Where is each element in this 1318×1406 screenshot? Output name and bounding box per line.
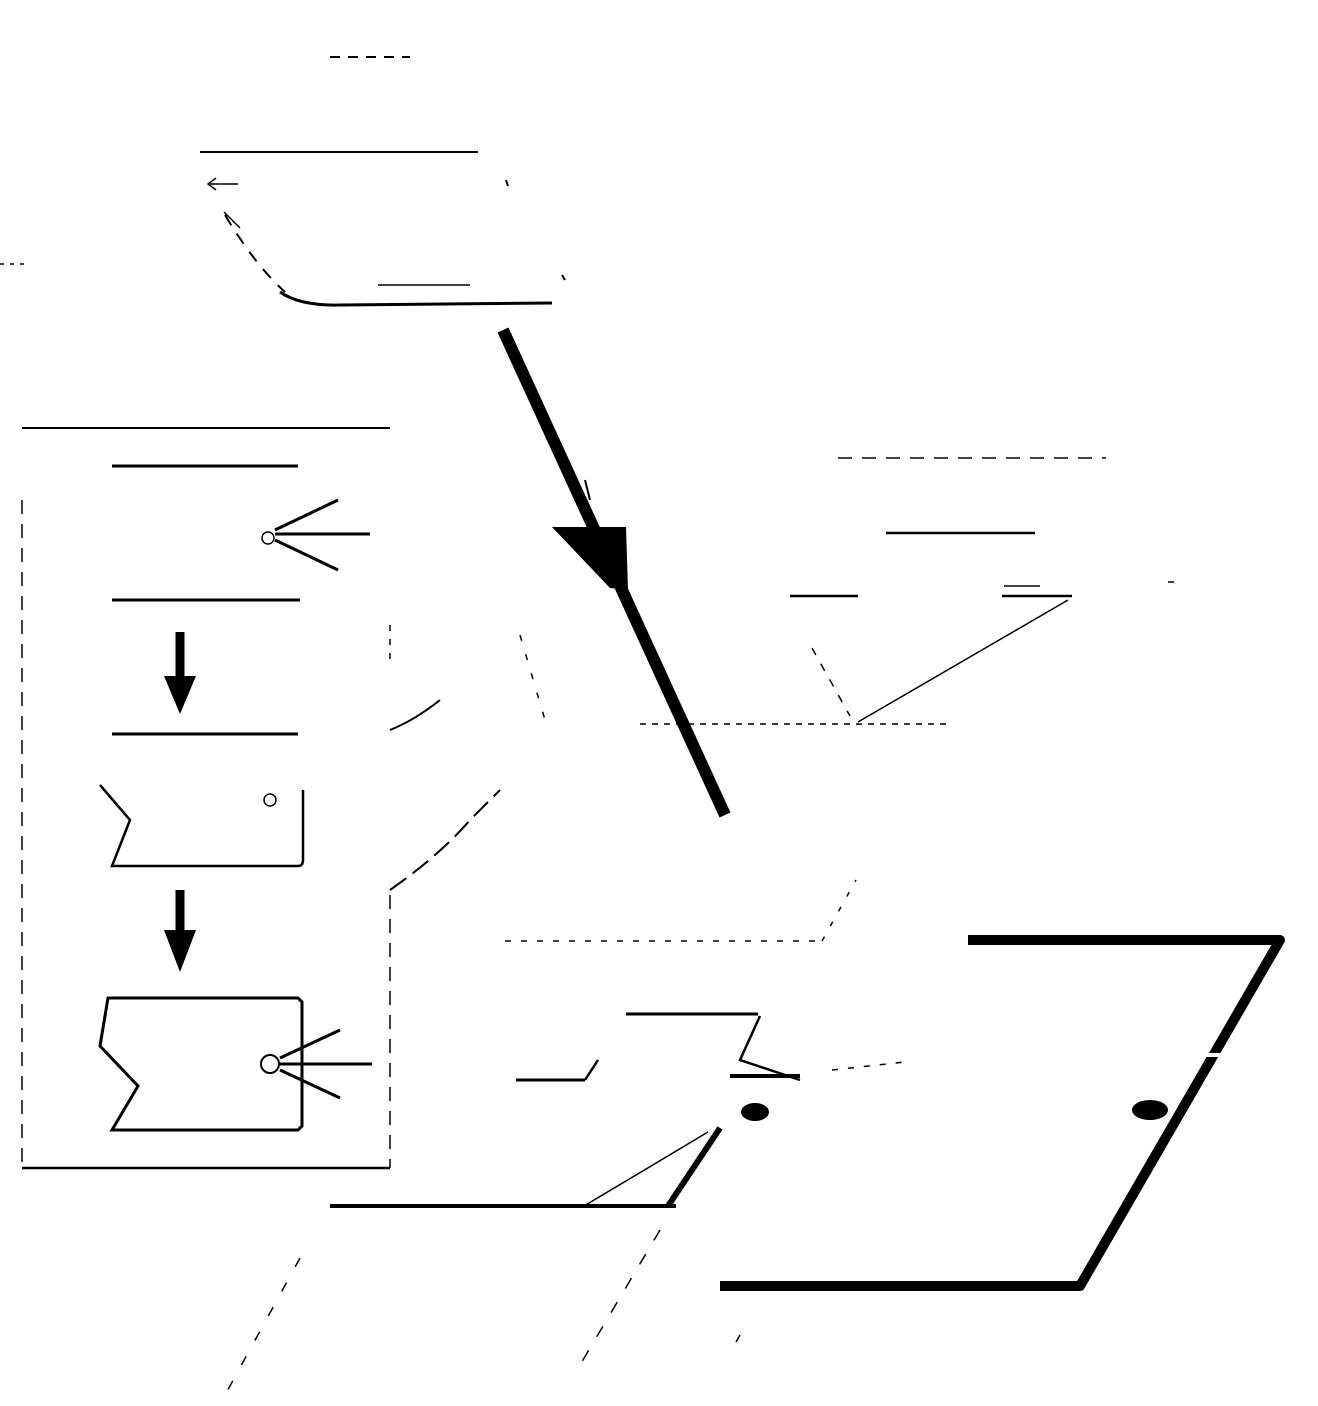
bold-parallelogram: [720, 935, 1285, 1291]
down-arrow-2-head: [164, 930, 196, 972]
top-stage-tick: [505, 179, 509, 187]
box-2-outline: [99, 784, 305, 868]
bottom-dashed-diagonal-1: [224, 1257, 301, 1396]
bottom-dashed-tick: [735, 1334, 741, 1343]
right-upper-diagonal: [857, 599, 1069, 723]
left-panel-dotted-diagonal: [519, 634, 546, 721]
middle-dotted-short: [831, 1061, 906, 1071]
left-panel: [21, 427, 546, 1170]
box-3-port-circle: [260, 1054, 280, 1074]
down-arrow-1: [164, 632, 196, 714]
box-1-input-arrow-upper: [274, 498, 339, 532]
lower-middle-shape: [330, 1012, 801, 1208]
bold-parallelogram-outline: [720, 935, 1285, 1291]
lower-middle-dot: [741, 1103, 769, 1121]
column-box-2: [99, 732, 305, 868]
left-panel-curve-upper: [389, 699, 441, 731]
top-stage-tick-2: [561, 274, 566, 281]
top-stage-small-arrowhead: [206, 177, 217, 191]
box-3-input-arrow-upper: [279, 1028, 341, 1060]
top-stage-left-curve: [224, 214, 286, 293]
main-arrow-tick: [584, 479, 591, 501]
lower-middle-thin-diagonal: [583, 1131, 709, 1207]
lower-middle-right-notch: [738, 1015, 801, 1082]
box-1-input-arrow-lower: [274, 538, 339, 572]
right-upper-shape: [640, 457, 1174, 725]
top-stage-diagonal-mark: [223, 211, 241, 229]
top-stage-bottom-edge: [279, 290, 553, 307]
left-panel-curve-lower: [389, 789, 501, 891]
box-3-input-arrow-lower: [279, 1068, 341, 1100]
middle-dotted-connectors: [505, 879, 906, 1071]
lower-middle-left-tick: [583, 1059, 600, 1081]
bottom-dashed-diagonals: [224, 1229, 741, 1396]
column-box-3: [98, 996, 372, 1132]
down-arrow-1-head: [164, 676, 196, 714]
main-diagonal-arrow: [497, 327, 731, 818]
lower-middle-thick-diagonal: [665, 1126, 723, 1208]
box-3-outline: [98, 996, 304, 1132]
right-upper-dotted-left: [811, 647, 851, 717]
main-arrow-head: [552, 527, 628, 590]
box-1-port-circle: [261, 531, 275, 545]
column-box-1: [112, 464, 370, 602]
down-arrow-2: [164, 890, 196, 972]
box-2-port-circle: [263, 793, 277, 807]
bottom-dashed-diagonal-2: [579, 1229, 661, 1366]
middle-dotted-diagonal: [821, 879, 857, 942]
top-stage: [0, 56, 566, 307]
bold-parallelogram-dot: [1132, 1100, 1168, 1120]
